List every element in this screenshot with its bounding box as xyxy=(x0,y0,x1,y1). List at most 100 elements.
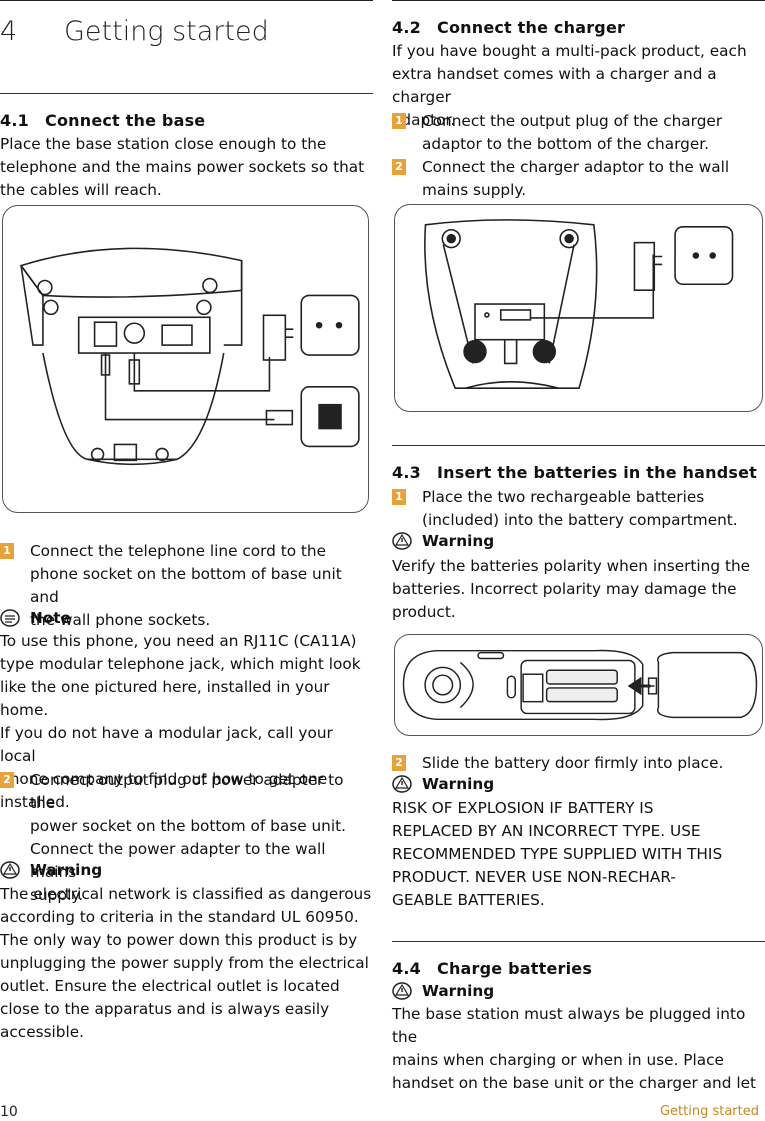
text-line: RECOMMENDED TYPE SUPPLIED WITH THIS xyxy=(392,845,723,863)
text-line: outlet. Ensure the electrical outlet is … xyxy=(0,977,340,995)
text-line: PRODUCT. NEVER USE NON-RECHAR- xyxy=(392,868,676,886)
note-icon xyxy=(0,609,20,627)
paragraph-warning-4-1: The electrical network is classified as … xyxy=(0,883,373,1044)
text-line: Connect output plug of power adapter to … xyxy=(30,771,344,812)
text-line: power socket on the bottom of base unit. xyxy=(30,817,346,835)
right-top-rule xyxy=(392,0,765,1)
paragraph-warning-4-4: The base station must always be plugged … xyxy=(392,1003,765,1095)
warning-label: Warning xyxy=(422,532,495,550)
text-line: extra handset comes with a charger and a… xyxy=(392,65,717,106)
text-line: phone company to find out how to get one xyxy=(0,770,328,788)
step-text: Slide the battery door firmly into place… xyxy=(422,752,723,775)
text-line: batteries. Incorrect polarity may damage… xyxy=(392,580,737,598)
paragraph-4-2-intro: If you have bought a multi-pack product,… xyxy=(392,40,765,132)
text-line: Slide the battery door firmly into place… xyxy=(422,754,724,772)
footer-running-title: Getting started xyxy=(659,1104,759,1119)
text-line: type modular telephone jack, which might… xyxy=(0,655,361,673)
text-line: If you have bought a multi-pack product,… xyxy=(392,42,747,60)
step-badge: 1 xyxy=(392,113,406,129)
step-badge: 1 xyxy=(392,489,406,505)
step-badge: 2 xyxy=(0,772,14,788)
charger-illustration xyxy=(424,219,734,390)
section-heading: Connect the base xyxy=(45,111,206,130)
step-text: Connect the output plug of the charger a… xyxy=(422,110,722,156)
base-station-illustration xyxy=(19,247,360,466)
section-heading: Charge batteries xyxy=(437,959,593,978)
text-line: the cables will reach. xyxy=(0,181,162,199)
text-line: mains when charging or when in use. Plac… xyxy=(392,1051,724,1069)
text-line: supply. xyxy=(30,886,84,904)
text-line: adaptor. xyxy=(392,111,456,129)
text-line: like the one pictured here, installed in… xyxy=(0,678,330,719)
text-line: Connect the power adapter to the wall ma… xyxy=(30,840,326,881)
section-title-4-2: 4.2 Connect the charger xyxy=(392,18,625,37)
handset-batteries-illustration xyxy=(402,649,758,721)
text-line: product. xyxy=(392,603,456,621)
text-line: RISK OF EXPLOSION IF BATTERY IS xyxy=(392,799,654,817)
warning-icon xyxy=(392,982,412,1000)
warning-label: Warning xyxy=(422,775,495,793)
section-heading: Connect the charger xyxy=(437,18,626,37)
note-callout-4-1: Note xyxy=(0,609,71,627)
step-badge: 1 xyxy=(0,543,14,559)
chapter-number: 4 xyxy=(0,16,18,47)
section-number: 4.1 xyxy=(0,111,29,130)
text-line: phone socket on the bottom of base unit … xyxy=(30,565,342,606)
text-line: handset on the base unit or the charger … xyxy=(392,1074,756,1092)
warning-label: Warning xyxy=(422,982,495,1000)
step-text: Connect the charger adaptor to the wall … xyxy=(422,156,729,202)
step-4-3-1: 1 Place the two rechargeable batteries (… xyxy=(392,486,765,532)
text-line: If you do not have a modular jack, call … xyxy=(0,724,333,765)
section-rule-4-3 xyxy=(392,445,765,446)
section-heading: Insert the batteries in the handset xyxy=(437,463,757,482)
text-line: Connect the telephone line cord to the xyxy=(30,542,327,560)
paragraph-4-1-intro: Place the base station close enough to t… xyxy=(0,133,373,202)
text-line: close to the apparatus and is always eas… xyxy=(0,1000,330,1018)
warning-callout-4-3-a: Warning xyxy=(392,532,494,550)
step-4-2-1: 1 Connect the output plug of the charger… xyxy=(392,110,765,156)
paragraph-note: To use this phone, you need an RJ11C (CA… xyxy=(0,630,373,814)
text-line: The electrical network is classified as … xyxy=(0,885,372,903)
text-line: The base station must always be plugged … xyxy=(392,1005,746,1046)
text-line: the wall phone sockets. xyxy=(30,611,211,629)
text-line: Connect the output plug of the charger xyxy=(422,112,723,130)
warning-callout-4-4: Warning xyxy=(392,982,494,1000)
section-title-4-4: 4.4 Charge batteries xyxy=(392,959,592,978)
text-line: The only way to power down this product … xyxy=(0,931,358,949)
step-badge: 2 xyxy=(392,159,406,175)
section-number: 4.2 xyxy=(392,18,421,37)
text-line: installed. xyxy=(0,793,70,811)
text-line: telephone and the mains power sockets so… xyxy=(0,158,365,176)
warning-callout-4-3-b: Warning xyxy=(392,775,494,793)
paragraph-warning-4-3-b: RISK OF EXPLOSION IF BATTERY IS REPLACED… xyxy=(392,797,765,912)
step-4-3-2: 2 Slide the battery door firmly into pla… xyxy=(392,752,765,775)
section-title-4-1: 4.1 Connect the base xyxy=(0,111,205,130)
note-label: Note xyxy=(30,609,71,627)
text-line: Verify the batteries polarity when inser… xyxy=(392,557,751,575)
warning-icon xyxy=(392,775,412,793)
text-line: GEABLE BATTERIES. xyxy=(392,891,545,909)
chapter-title: Getting started xyxy=(64,16,269,47)
warning-icon xyxy=(392,532,412,550)
section-number: 4.4 xyxy=(392,959,421,978)
text-line: To use this phone, you need an RJ11C (CA… xyxy=(0,632,357,650)
text-line: according to criteria in the standard UL… xyxy=(0,908,359,926)
page-number: 10 xyxy=(0,1104,18,1120)
text-line: Connect the charger adaptor to the wall xyxy=(422,158,730,176)
step-text: Connect the telephone line cord to the p… xyxy=(30,540,373,632)
section-rule-4-1 xyxy=(0,93,373,94)
text-line: (included) into the battery compartment. xyxy=(422,511,738,529)
figure-base-station xyxy=(2,205,369,513)
step-4-1-1: 1 Connect the telephone line cord to the… xyxy=(0,540,373,629)
figure-handset-batteries xyxy=(394,634,763,736)
paragraph-warning-4-3-a: Verify the batteries polarity when inser… xyxy=(392,555,765,624)
text-line: accessible. xyxy=(0,1023,85,1041)
warning-icon xyxy=(0,861,20,879)
chapter-top-rule xyxy=(0,0,373,1)
text-line: REPLACED BY AN INCORRECT TYPE. USE xyxy=(392,822,701,840)
warning-label: Warning xyxy=(30,861,103,879)
text-line: Place the two rechargeable batteries xyxy=(422,488,705,506)
warning-callout-4-1: Warning xyxy=(0,861,102,879)
step-4-2-2: 2 Connect the charger adaptor to the wal… xyxy=(392,156,765,202)
